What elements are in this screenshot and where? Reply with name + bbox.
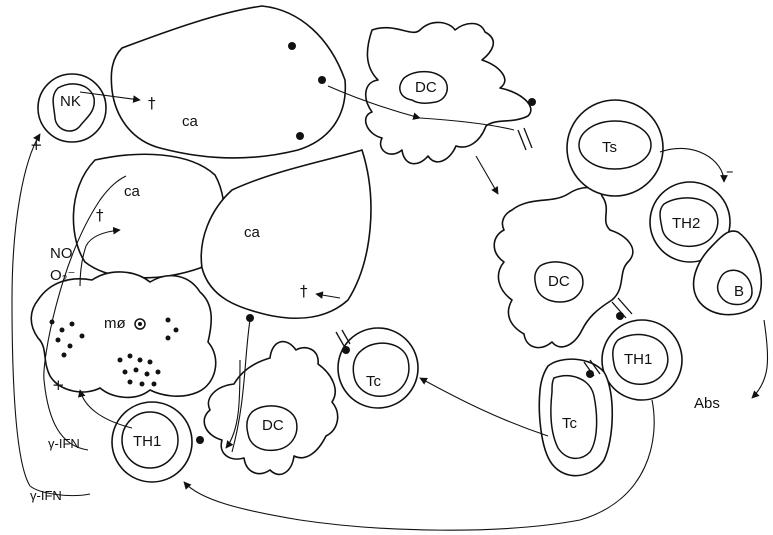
macrophage-label: mø bbox=[104, 315, 126, 332]
plus-sign-nk: + bbox=[30, 136, 43, 154]
abs-label: Abs bbox=[694, 395, 720, 412]
dagger-nk: † bbox=[148, 94, 156, 112]
tc-center-label: Tc bbox=[366, 373, 382, 390]
ifn-label-1: γ-IFN bbox=[48, 436, 80, 451]
tc-right-label: Tc bbox=[562, 415, 578, 432]
dc-bottom-label: DC bbox=[262, 417, 284, 434]
ca-label-top: ca bbox=[182, 113, 199, 130]
tc-center-nucleus bbox=[353, 343, 409, 396]
b-label: B bbox=[734, 283, 744, 300]
th2-label: TH2 bbox=[672, 215, 700, 232]
dendritic-cell-top bbox=[366, 22, 531, 163]
dc-right-label: DC bbox=[548, 273, 570, 290]
ca-label-center: ca bbox=[244, 224, 261, 241]
th1-right-label: TH1 bbox=[624, 351, 652, 368]
no-label: NO bbox=[50, 245, 73, 262]
ts-label: Ts bbox=[602, 139, 617, 156]
dagger-tc: † bbox=[300, 282, 308, 300]
dagger-no: † bbox=[96, 206, 104, 224]
ca-label-left: ca bbox=[124, 183, 141, 200]
dc-top-label: DC bbox=[415, 79, 437, 96]
cancer-cell-center bbox=[201, 150, 371, 318]
th1-left-label: TH1 bbox=[133, 433, 161, 450]
minus-sign-ts: – bbox=[726, 162, 734, 180]
nk-label: NK bbox=[60, 93, 81, 110]
plus-sign-macrophage: + bbox=[52, 376, 65, 394]
ifn-label-2: γ-IFN bbox=[30, 488, 62, 503]
o2-label: O₂⁻ bbox=[50, 267, 75, 284]
cancer-cell-top bbox=[111, 6, 345, 158]
